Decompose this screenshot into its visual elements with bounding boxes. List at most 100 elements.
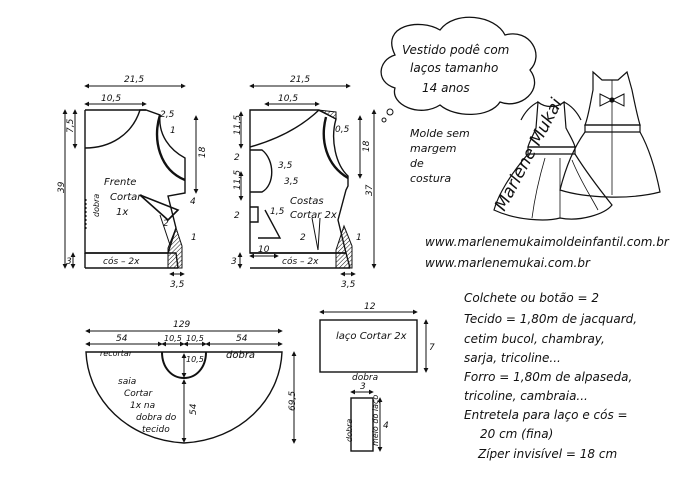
skirt-waist-curve bbox=[161, 351, 207, 380]
skirt-label-4: dobra do bbox=[136, 413, 177, 423]
back-bow-height-1: 3,5 bbox=[278, 161, 293, 171]
back-band-height: 3 bbox=[231, 257, 237, 267]
title-line-3: 14 anos bbox=[422, 81, 470, 95]
front-bodice-piece bbox=[84, 109, 186, 269]
back-band-label: cós – 2x bbox=[282, 256, 319, 267]
back-shoulder-in: 0,5 bbox=[335, 125, 350, 135]
skirt-outline bbox=[85, 351, 283, 444]
bow-fold-label: dobra bbox=[352, 373, 378, 383]
skirt-right-width: 54 bbox=[236, 334, 248, 344]
materials-line-1: Colchete ou botão = 2 bbox=[464, 291, 599, 305]
materials-line-2: Tecido = 1,80m de jacquard, bbox=[464, 312, 638, 326]
back-bow-loop-lower bbox=[250, 206, 259, 223]
skirt-label-3: 1x na bbox=[130, 401, 155, 411]
back-outline bbox=[249, 109, 349, 254]
front-neck-width: 10,5 bbox=[101, 94, 121, 104]
front-armhole bbox=[155, 114, 186, 182]
back-width: 21,5 bbox=[290, 75, 310, 85]
back-bow-mid: 11,5 bbox=[233, 170, 243, 190]
dress-front-illustration bbox=[493, 100, 613, 221]
bow-center-labels: 4 3 meio do laço dobra bbox=[345, 382, 389, 446]
title-bubble bbox=[380, 16, 537, 123]
title-line-1: Vestido podê com bbox=[402, 43, 510, 57]
skirt-label-5: tecido bbox=[142, 425, 170, 435]
front-fold-label: dobra bbox=[92, 194, 101, 217]
skirt-total-height: 69,5 bbox=[288, 391, 298, 411]
back-label-2: Cortar 2x bbox=[290, 210, 337, 221]
front-band-height: 3 bbox=[66, 257, 72, 267]
skirt-total-width: 129 bbox=[173, 320, 190, 330]
materials-line-7: Entretela para laço e cós = bbox=[464, 408, 628, 422]
front-armhole-height: 18 bbox=[198, 146, 208, 158]
front-labels: 21,5 10,5 2,5 7,5 39 1 18 4 2 1 3 cós – … bbox=[57, 75, 208, 290]
skirt-radius: 54 bbox=[189, 403, 199, 415]
front-neck-drop: 7,5 bbox=[66, 118, 76, 133]
signature: Marlene Mukai bbox=[491, 95, 567, 214]
front-dart bbox=[139, 194, 180, 222]
back-bow-height-2: 1,5 bbox=[270, 207, 285, 217]
back-label-1: Costas bbox=[290, 196, 324, 207]
url-line-1: www.marlenemukaimoldeinfantil.com.br bbox=[425, 235, 669, 249]
back-neckline bbox=[249, 109, 320, 148]
materials-line-8: 20 cm (fina) bbox=[480, 427, 554, 441]
bow-rect bbox=[319, 319, 418, 373]
back-bow-width: 3,5 bbox=[284, 177, 299, 187]
front-hatch bbox=[167, 226, 183, 269]
skirt-label-1: saia bbox=[118, 377, 136, 387]
back-labels: 21,5 10,5 11,5 0,5 18 37 2 11,5 2 3,5 3,… bbox=[231, 75, 375, 290]
front-side-in: 1 bbox=[191, 233, 197, 243]
front-total-height: 39 bbox=[57, 181, 67, 193]
back-dart-width: 2 bbox=[300, 233, 306, 243]
front-armhole-gap: 1 bbox=[170, 126, 176, 136]
back-neck-drop: 11,5 bbox=[233, 115, 243, 135]
bow-center-height: 4 bbox=[383, 421, 389, 431]
skirt-fold-label: dobra bbox=[226, 350, 255, 361]
skirt-label-2: Cortar bbox=[124, 389, 154, 399]
mold-note-1: Molde sem bbox=[410, 127, 470, 140]
bow-labels: 12 7 laço Cortar 2x dobra bbox=[336, 302, 435, 383]
skirt-inner-height: 10,5 bbox=[186, 355, 204, 364]
back-total-height: 37 bbox=[365, 184, 375, 196]
back-bodice-piece bbox=[249, 109, 353, 269]
skirt-piece bbox=[85, 351, 283, 444]
bow-icon bbox=[599, 93, 625, 107]
back-bow-loop-upper bbox=[250, 149, 273, 193]
back-bow-gap-1: 2 bbox=[234, 153, 240, 163]
front-dart-width: 2 bbox=[163, 219, 169, 229]
bow-height: 7 bbox=[429, 343, 435, 353]
materials-line-9: Zíper invisível = 18 cm bbox=[478, 447, 618, 461]
back-dart bbox=[258, 209, 282, 239]
front-dimensions bbox=[62, 83, 199, 277]
mold-note-4: costura bbox=[410, 172, 452, 185]
back-armhole-height: 18 bbox=[362, 140, 372, 152]
back-bow-gap-2: 2 bbox=[234, 211, 240, 221]
bow-center-fold: dobra bbox=[345, 419, 354, 442]
title-line-2: laços tamanho bbox=[410, 61, 499, 75]
bow-center-label: meio do laço bbox=[371, 395, 380, 446]
skirt-mid-width: 10,5 bbox=[164, 334, 182, 343]
bow-label: laço Cortar 2x bbox=[336, 331, 407, 342]
bow-center-piece bbox=[350, 389, 383, 452]
front-band-label: cós – 2x bbox=[103, 256, 140, 267]
skirt-left-width: 54 bbox=[116, 334, 128, 344]
bow-center-width: 3 bbox=[360, 382, 366, 392]
bow-center-rect bbox=[350, 397, 374, 452]
mold-note-2: margem bbox=[410, 142, 457, 155]
front-label-1: Frente bbox=[104, 177, 136, 188]
back-band-width: 10 bbox=[258, 245, 270, 255]
front-label-2: Cortar bbox=[110, 192, 142, 203]
skirt-cut-label: recortar bbox=[100, 349, 133, 358]
front-shoulder: 2,5 bbox=[160, 110, 175, 120]
materials-line-6: tricoline, cambraia... bbox=[464, 389, 588, 403]
materials-line-3: cetim bucol, chambray, bbox=[464, 332, 605, 346]
back-hatch bbox=[335, 224, 353, 269]
back-hem-out: 3,5 bbox=[341, 280, 356, 290]
front-hem-out: 3,5 bbox=[170, 280, 185, 290]
url-line-2: www.marlenemukai.com.br bbox=[425, 256, 590, 270]
skirt-labels: 129 54 10,5 10,5 54 10,5 54 69,5 recorta… bbox=[100, 320, 298, 435]
back-neck-width: 10,5 bbox=[278, 94, 298, 104]
bow-width: 12 bbox=[364, 302, 376, 312]
back-armhole bbox=[322, 116, 349, 180]
front-waist-in: 4 bbox=[190, 197, 196, 207]
